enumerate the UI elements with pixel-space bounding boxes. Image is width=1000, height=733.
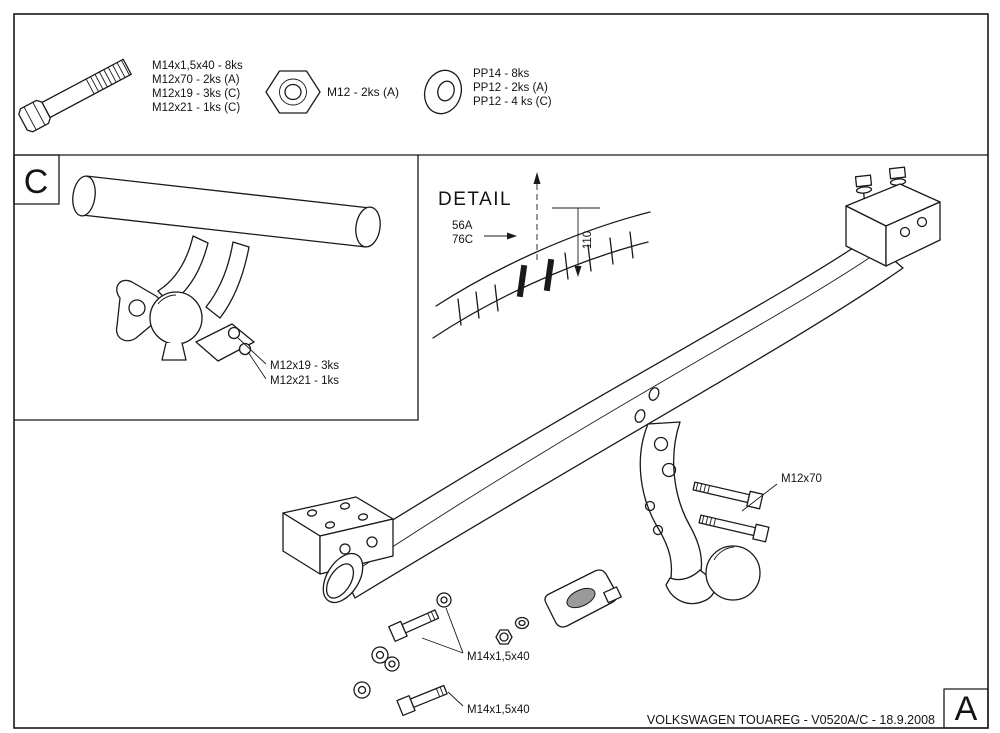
washer-drawing (423, 69, 463, 115)
m14-washer-2a (353, 681, 371, 699)
bolt-label-2: M12x70 - 2ks (A) (152, 74, 240, 86)
drawing-border (13, 13, 989, 729)
tow-ball (665, 545, 761, 605)
m14-callout-2: M14x1,5x40 (467, 704, 530, 716)
inset-callout-leader-2 (247, 351, 267, 380)
bumper-inner-arc (435, 211, 651, 307)
socket-holder-plate (544, 569, 622, 628)
bolt-label-1: M14x1,5x40 - 8ks (152, 60, 243, 72)
detail-view: DETAIL 56A 76C 110 (432, 172, 651, 339)
dim-width-arrow (507, 232, 517, 240)
dim-height-arrow (574, 266, 582, 277)
washer-label-3: PP12 - 4 ks (C) (473, 96, 552, 108)
detail-title: DETAIL (438, 189, 512, 210)
towbar-beam-seam (347, 251, 879, 577)
right-mounting-plate (845, 166, 941, 267)
mount-point-bars (516, 258, 555, 298)
washer-label-2: PP12 - 2ks (A) (473, 82, 548, 94)
inset-callout-leader-1 (237, 337, 267, 365)
inset-callout-1: M12x19 - 3ks (270, 360, 339, 372)
bolt-drawing (18, 58, 132, 133)
m14-callout-leader-2 (447, 691, 464, 707)
m14-bolt-2 (396, 684, 448, 717)
revision-label: A (955, 690, 978, 728)
m14-callout-1: M14x1,5x40 (467, 651, 530, 663)
beam-tube-end (322, 552, 364, 604)
title-block: VOLKSWAGEN TOUAREG - V0520A/C - 18.9.200… (647, 688, 989, 729)
small-nut (495, 629, 513, 645)
centerline-arrow-up (533, 172, 541, 184)
main-assembly: M12x70 (282, 166, 941, 717)
small-washer (514, 616, 530, 630)
dim-label-76c: 76C (452, 234, 473, 246)
bolt-label-4: M12x21 - 1ks (C) (152, 102, 240, 114)
washer-label-1: PP14 - 8ks (473, 68, 529, 80)
m12x70-bolt-2 (698, 514, 770, 543)
bolt-label-3: M12x19 - 3ks (C) (152, 88, 240, 100)
m12x70-callout: M12x70 (781, 473, 822, 485)
nut-drawing (265, 70, 321, 114)
inset-crossbar-tube (72, 175, 381, 248)
inset-bracket-plate (195, 323, 255, 362)
inset-c-label: C (24, 163, 49, 201)
inset-c-label-box (13, 154, 60, 205)
inset-tow-ball (149, 291, 203, 361)
m14-washer-1a (436, 592, 452, 608)
m14-washer-2b (384, 656, 400, 672)
m14-callout-leader-1b (421, 637, 464, 654)
towbar-beam (334, 237, 904, 599)
drawing-title: VOLKSWAGEN TOUAREG - V0520A/C - 18.9.200… (647, 713, 935, 727)
m14-callout-leader-1a (445, 607, 464, 654)
m12x70-callout-leader (741, 483, 778, 512)
ball-bracket (639, 421, 703, 585)
m14-washer-1b (371, 646, 389, 664)
inset-callout-2: M12x21 - 1ks (270, 375, 339, 387)
dim-label-110: 110 (582, 231, 594, 249)
m12x70-bolt-1 (692, 481, 764, 510)
bumper-vent-slots (457, 231, 634, 326)
nut-label: M12 - 2ks (A) (327, 85, 399, 99)
beam-hole-1 (634, 409, 646, 423)
bumper-outer-arc (432, 241, 649, 339)
dim-label-56a: 56A (452, 220, 473, 232)
revision-box (943, 688, 989, 729)
inset-c-section: C M12x19 - 3ks M12x21 - 1 (13, 154, 419, 421)
m14-bolt-1 (388, 609, 440, 642)
beam-hole-2 (648, 387, 660, 401)
